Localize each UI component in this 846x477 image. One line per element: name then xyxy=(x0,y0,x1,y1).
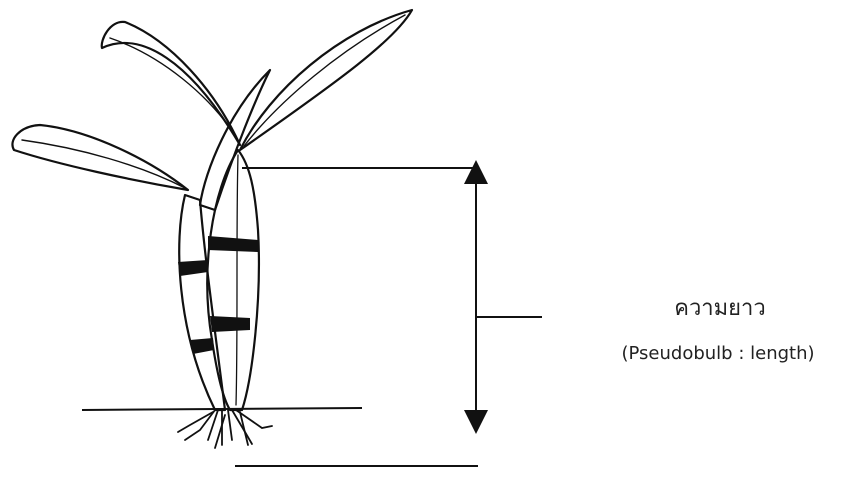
leaf-left-vein xyxy=(22,140,185,188)
node-band xyxy=(210,316,250,332)
length-label-thai: ความยาว xyxy=(600,290,840,325)
roots xyxy=(178,410,272,448)
node-band xyxy=(190,338,214,354)
node-band xyxy=(208,236,258,252)
pseudobulb-right xyxy=(207,150,259,410)
leaf-top-right-vein xyxy=(244,15,405,146)
node-band xyxy=(178,260,208,276)
leaf-top-left xyxy=(102,22,240,145)
length-label-english: (Pseudobulb : length) xyxy=(590,343,846,364)
length-measurement xyxy=(235,168,542,466)
leaf-middle xyxy=(200,70,270,210)
leaf-left xyxy=(12,125,188,190)
pseudobulb-right-inner xyxy=(236,155,238,405)
